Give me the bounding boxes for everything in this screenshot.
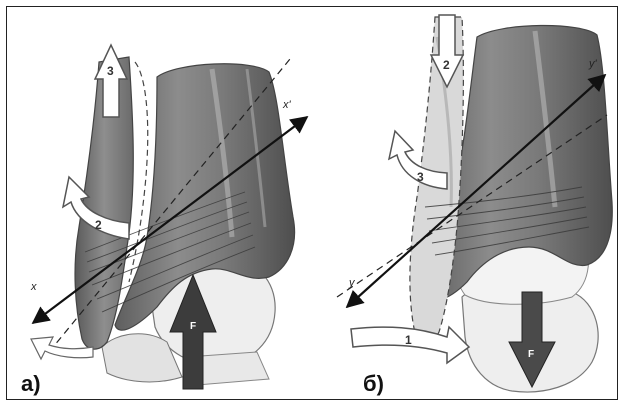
axis-label-y-prime: y' [588, 58, 598, 70]
panel-a: x x' 3 2 F а) [21, 45, 307, 396]
ankle-diagram: x x' 3 2 F а) [7, 7, 617, 399]
arrow-label-3: 3 [107, 64, 114, 78]
force-label-a: F [190, 321, 196, 332]
panel-label-b: б) [363, 371, 384, 396]
axis-label-x: x [30, 281, 37, 293]
arrow-label-2-b: 2 [443, 58, 450, 72]
arrow-label-2: 2 [95, 218, 102, 232]
axis-label-x-prime: x' [282, 99, 292, 111]
arrow-label-1-b: 1 [405, 333, 412, 347]
axis-label-y: y [348, 277, 356, 289]
rotation-arrow-1-b: 1 [351, 327, 469, 363]
panel-label-a: а) [21, 371, 41, 396]
force-label-b: F [528, 349, 534, 360]
arrow-label-3-b: 3 [417, 170, 424, 184]
panel-b: y y' 2 3 1 F б) [337, 15, 612, 396]
figure-frame: x x' 3 2 F а) [6, 6, 618, 400]
